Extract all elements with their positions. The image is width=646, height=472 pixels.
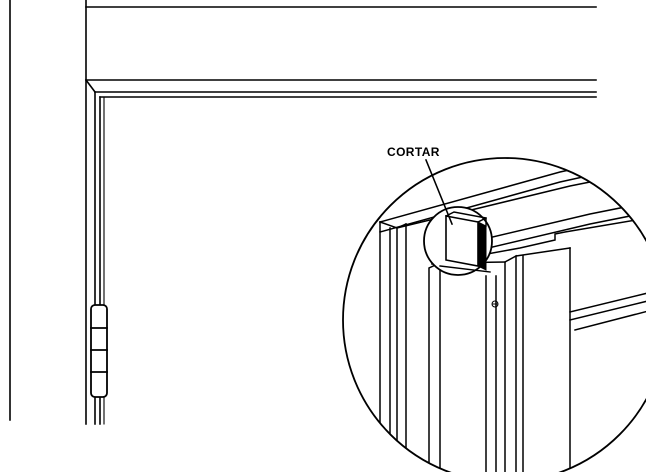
door-frame [9,0,597,425]
screw-icon [491,300,499,308]
detail-magnifier [342,157,646,472]
callout-label-cortar: CORTAR [387,145,440,159]
hinge [90,304,108,398]
cut-piece [423,206,493,276]
callout-leader [424,158,454,226]
